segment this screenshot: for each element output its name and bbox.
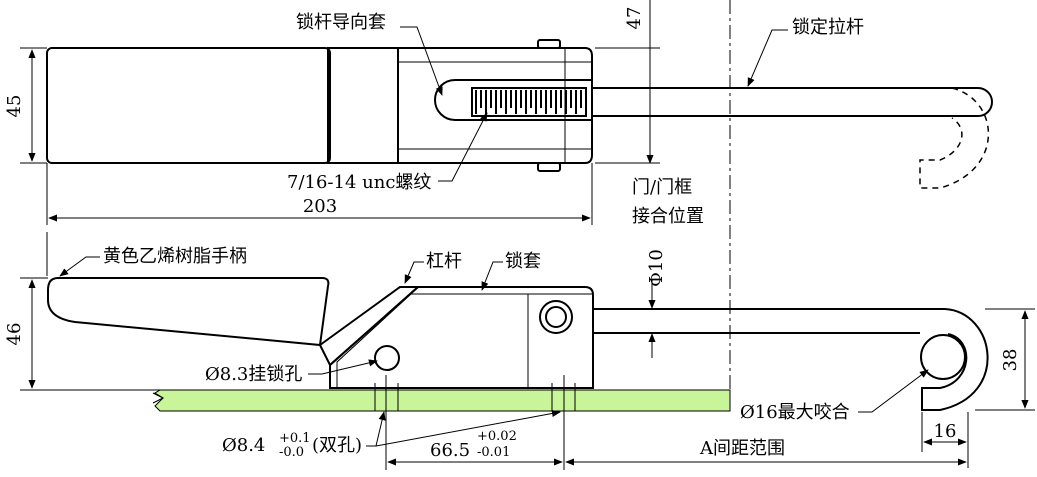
label-max-bite: Ø16最大咬合 [740,402,850,423]
label-door-frame-2: 接合位置 [632,206,704,227]
dim-side-height: 46 [4,277,160,391]
top-view [46,39,993,189]
side-handle [47,277,330,347]
label-lock-sleeve: 锁套 [505,251,541,272]
side-view [47,277,989,411]
dim-top-right: 47 [595,0,660,164]
top-guide-sleeve [327,47,399,164]
base-holes [374,375,576,470]
dim-hook-width: 16 [921,412,969,468]
dim-rod-diameter-text: Φ10 [646,249,667,287]
dim-hook-height-text: 38 [1000,349,1021,372]
dim-hole-spacing-text: 66.5 [430,440,470,461]
dim-hook-height: 38 [975,308,1035,411]
top-rod-slot [434,79,592,121]
label-padlock-hole: Ø8.3挂锁孔 [205,364,302,385]
side-lock-body [329,286,594,389]
dim-hook-width-text: 16 [934,421,957,442]
dim-side-height-text: 46 [4,323,25,346]
label-a-range: A间距范围 [699,438,785,459]
label-double-hole-tol-lower: -0.0 [279,445,304,460]
top-handle-body [46,47,331,164]
dim-hole-spacing-tol-lower: -0.01 [477,445,510,460]
hook-pin [920,334,966,380]
top-stud-lower [537,162,561,172]
label-double-hole-main: Ø8.4 [222,435,265,456]
label-double-hole-suffix: (双孔) [312,435,362,456]
dim-top-width-text: 203 [303,196,337,217]
label-double-hole-tol-upper: +0.1 [279,431,311,446]
dim-hole-spacing: 66.5 +0.02 -0.01 [387,429,563,466]
thread-block [471,87,587,117]
dim-top-height-text: 45 [4,95,25,118]
label-guide-sleeve: 锁杆导向套 [296,12,386,33]
base-plate [154,389,731,412]
top-lock-body [398,47,593,164]
padlock-hole [374,345,400,371]
label-thread: 7/16-14 unc螺纹 [287,172,431,193]
dim-top-width: 203 [46,163,593,225]
dim-rod-diameter: Φ10 [646,249,667,358]
thread-hatch [475,90,582,114]
dim-hole-spacing-tol-upper: +0.02 [477,429,517,444]
label-door-frame-1: 门/门框 [632,177,692,198]
dim-a-range: A间距范围 [565,438,967,466]
rod-pivot-inner [545,306,567,328]
dim-top-height: 45 [4,47,47,164]
dim-top-right-text: 47 [624,7,645,30]
top-lock-rod [592,87,993,117]
label-double-hole: Ø8.4 +0.1 -0.0 (双孔) [222,431,362,460]
top-stud-upper [537,39,561,49]
rod-pivot-outer [539,300,573,334]
side-hook [921,308,989,411]
label-lock-rod: 锁定拉杆 [792,17,864,38]
label-handle: 黄色乙烯树脂手柄 [103,246,247,267]
label-lever: 杠杆 [426,251,462,272]
side-lock-rod [593,308,945,334]
top-hook-dashed [919,87,990,189]
